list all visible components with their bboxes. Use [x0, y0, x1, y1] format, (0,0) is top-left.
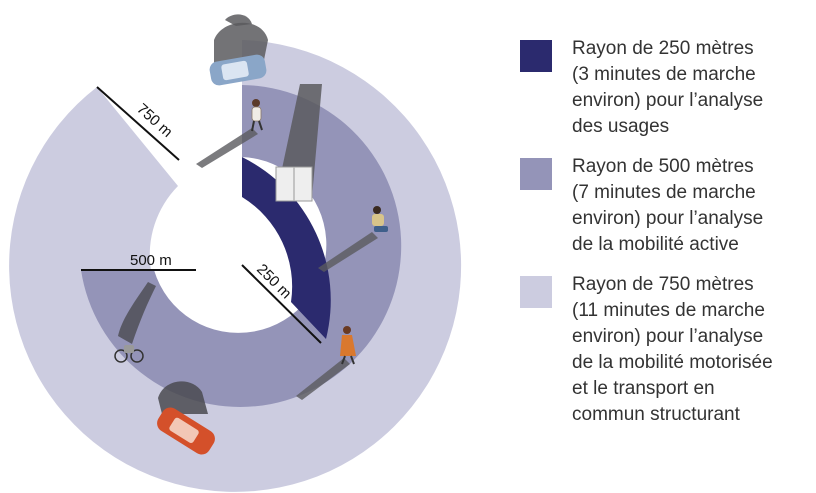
car-icon	[209, 14, 268, 86]
legend-text-line: de la mobilité motorisée	[572, 352, 773, 373]
legend: Rayon de 250 mètres (3 minutes de marche…	[520, 36, 810, 428]
legend-text-line: Rayon de 500 mètres	[572, 156, 754, 177]
legend-text-line: de la mobilité active	[572, 234, 739, 255]
legend-text-line: Rayon de 750 mètres	[572, 274, 754, 295]
legend-item-250m: Rayon de 250 mètres (3 minutes de marche…	[520, 36, 810, 140]
radius-line-250m	[241, 264, 322, 344]
legend-text-line: environ) pour l’analyse	[572, 208, 764, 229]
legend-text-line: environ) pour l’analyse	[572, 326, 764, 347]
label-750m: 750 m	[133, 100, 175, 141]
car-icon	[157, 381, 215, 455]
label-500m: 500 m	[130, 252, 172, 269]
cyclist-icon	[114, 282, 156, 363]
legend-text-line: environ) pour l’analyse	[572, 90, 764, 111]
legend-text-line: Rayon de 250 mètres	[572, 38, 754, 59]
legend-text-line: commun structurant	[572, 404, 740, 425]
radius-line-750m	[96, 86, 180, 161]
ring-250m	[242, 157, 331, 339]
pedestrian-icon	[318, 206, 388, 272]
legend-swatch-500m	[520, 158, 552, 190]
legend-item-750m: Rayon de 750 mètres (11 minutes de march…	[520, 272, 810, 428]
legend-text-line: et le transport en	[572, 378, 715, 399]
building-icon	[275, 84, 322, 202]
legend-swatch-750m	[520, 276, 552, 308]
legend-text-line: des usages	[572, 116, 670, 137]
radius-diagram: 750 m 500 m 250 m	[9, 14, 462, 492]
legend-item-500m: Rayon de 500 mètres (7 minutes de marche…	[520, 154, 810, 258]
legend-text-line: (11 minutes de marche	[572, 300, 765, 321]
legend-text-line: (3 minutes de marche	[572, 64, 756, 85]
legend-swatch-250m	[520, 40, 552, 72]
pedestrian-icon	[196, 99, 263, 168]
legend-text-line: (7 minutes de marche	[572, 182, 756, 203]
pedestrian-icon	[296, 326, 356, 400]
